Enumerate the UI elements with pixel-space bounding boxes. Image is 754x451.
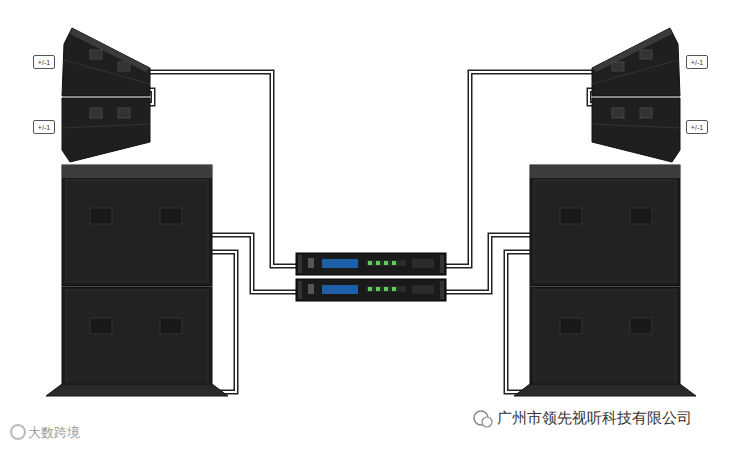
watermark-company: 广州市领先视听科技有限公司 (497, 409, 692, 428)
tag-text: +/-1 (38, 59, 50, 66)
level-tag: +/-1 (33, 55, 55, 69)
level-tag: +/-1 (686, 120, 708, 134)
watermark-logo: 大数跨境 (28, 424, 80, 442)
tag-text: +/-1 (691, 59, 703, 66)
tag-text: +/-1 (38, 124, 50, 131)
level-tag: +/-1 (33, 120, 55, 134)
level-tag: +/-1 (686, 55, 708, 69)
tag-text: +/-1 (691, 124, 703, 131)
